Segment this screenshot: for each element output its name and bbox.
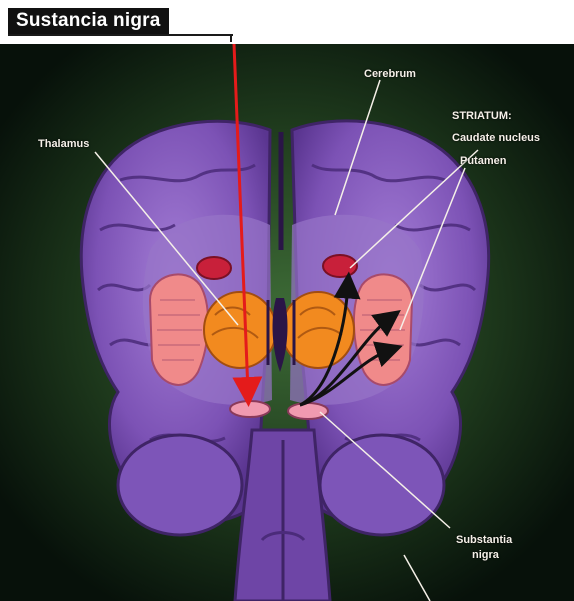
title-underline bbox=[8, 34, 233, 36]
putamen-right bbox=[354, 274, 412, 385]
substantia-nigra-left bbox=[230, 401, 270, 417]
substantia-nigra-right bbox=[288, 403, 328, 419]
cerebellum-left bbox=[118, 435, 242, 535]
label-caudate-nucleus: Caudate nucleus bbox=[452, 132, 540, 145]
label-striatum: STRIATUM: bbox=[452, 110, 512, 123]
label-substantia-nigra-line1: Substantia bbox=[456, 534, 512, 547]
label-substantia-nigra-line2: nigra bbox=[472, 549, 499, 562]
label-cerebrum: Cerebrum bbox=[364, 68, 416, 81]
title-tag: Sustancia nigra bbox=[8, 8, 169, 34]
label-thalamus: Thalamus bbox=[38, 138, 89, 151]
putamen-left bbox=[150, 274, 208, 385]
title-tick bbox=[230, 34, 232, 42]
caudate-left bbox=[197, 257, 231, 279]
label-putamen: Putamen bbox=[460, 155, 506, 168]
cerebellum-right bbox=[320, 435, 444, 535]
